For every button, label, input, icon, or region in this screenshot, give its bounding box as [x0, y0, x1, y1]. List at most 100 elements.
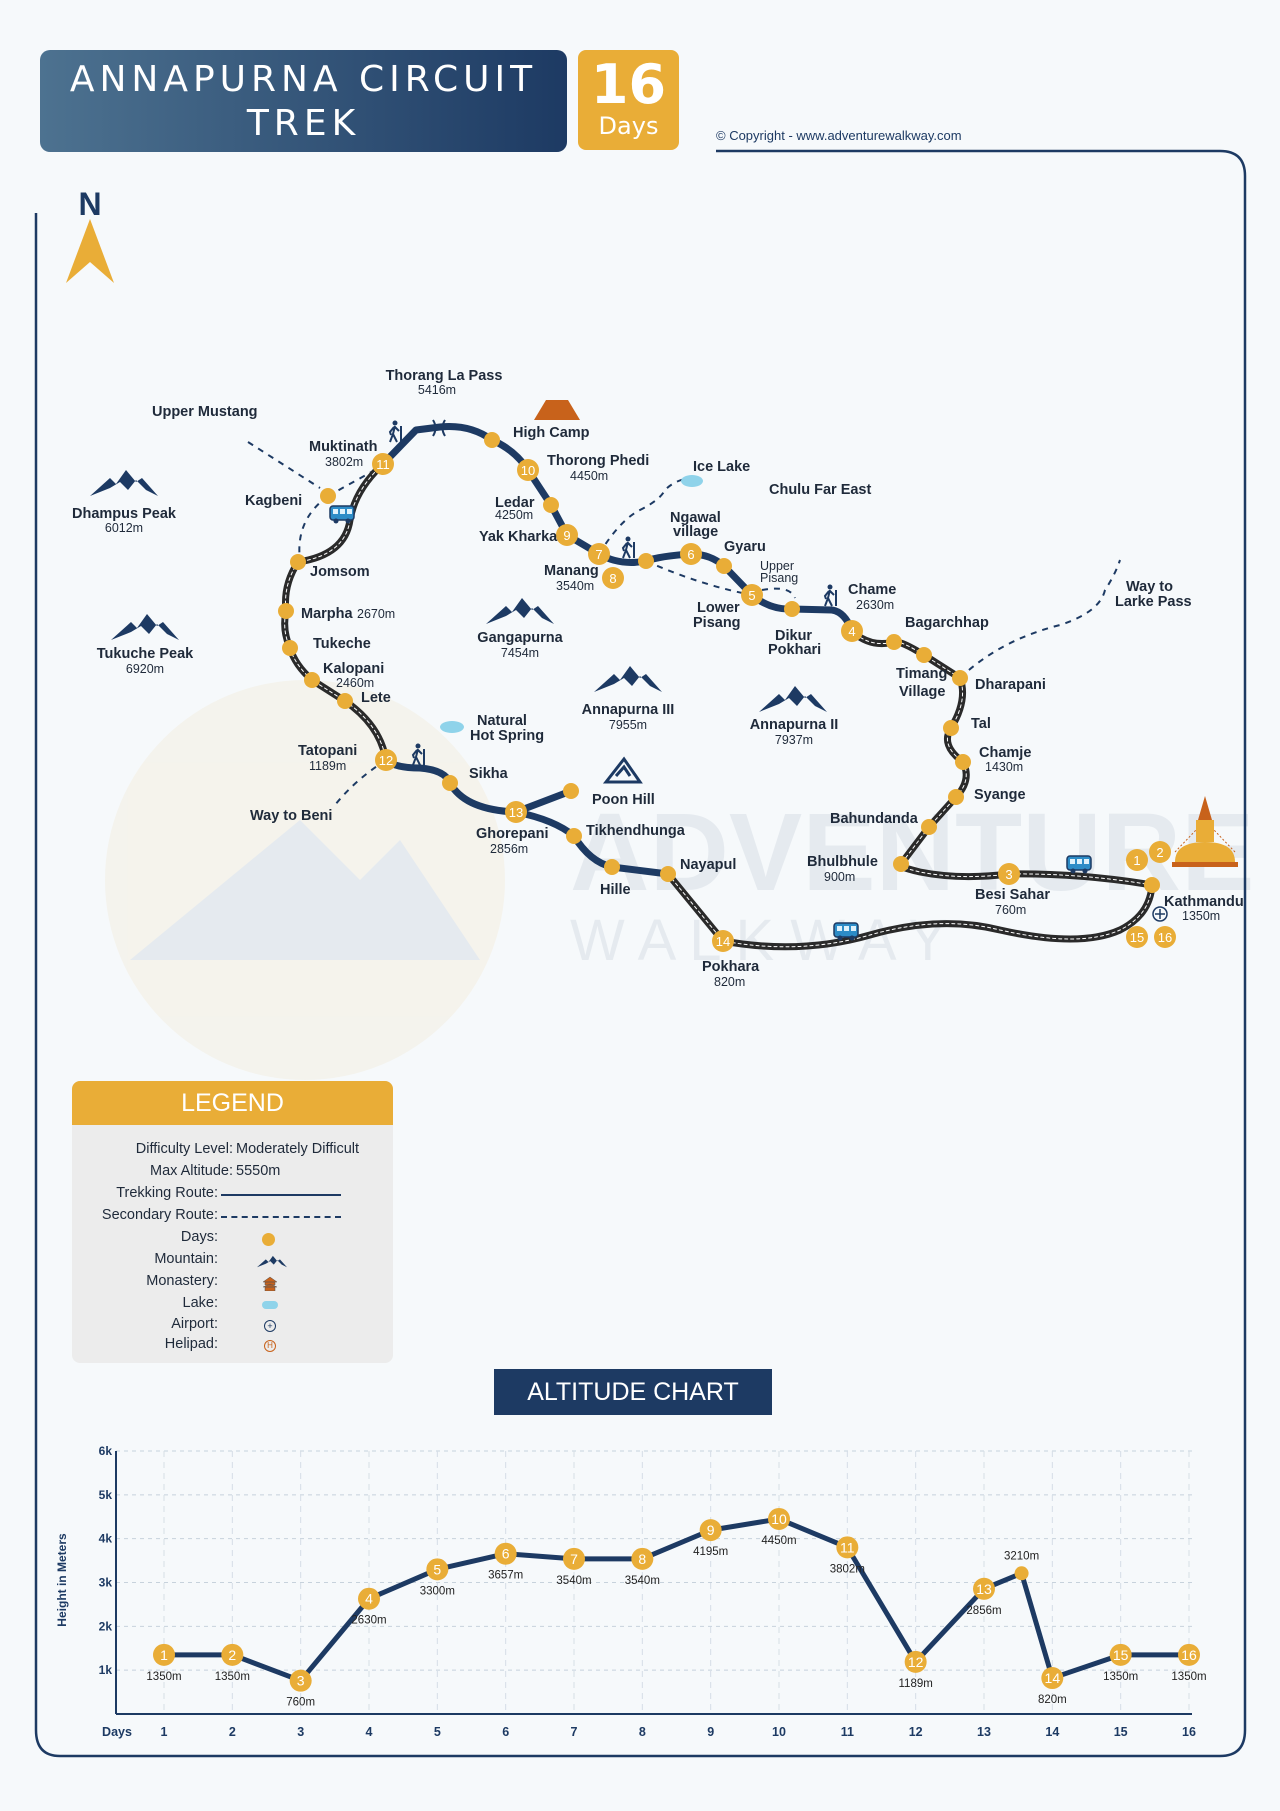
- altitude-point: [1109, 1643, 1132, 1666]
- x-tick-label: 7: [571, 1725, 578, 1739]
- altitude-value-label: 3210m: [1004, 1550, 1039, 1562]
- stupa-icon: [1172, 796, 1238, 867]
- altitude-point-day: 1: [160, 1647, 168, 1663]
- label-kalopani: Kalopani: [323, 661, 384, 677]
- svg-text:3: 3: [1005, 867, 1012, 882]
- legend-trekking-route-label: Trekking Route:: [116, 1185, 218, 1201]
- altitude-value-label: 3540m: [556, 1575, 591, 1587]
- mountain-icon-annapurna-3: [594, 666, 662, 692]
- svg-text:16: 16: [1158, 930, 1172, 945]
- label-muktinath: Muktinath: [309, 439, 377, 455]
- day-marker-12: 12: [375, 749, 397, 771]
- label-jomsom: Jomsom: [310, 564, 370, 580]
- altitude-value-label: 3657m: [488, 1570, 523, 1582]
- label-kathmandu-alt: 1350m: [1182, 909, 1220, 923]
- altitude-point: [563, 1547, 585, 1570]
- day-marker-5: 5: [741, 584, 763, 606]
- peak-viewpoint-icon: [602, 756, 643, 784]
- days-badge: 16 Days: [578, 50, 679, 150]
- day-marker-10: 10: [517, 459, 539, 481]
- label-lower-pisang-2: Pisang: [693, 615, 741, 631]
- altitude-point: [1041, 1667, 1064, 1690]
- day-marker-11: 11: [372, 453, 394, 475]
- label-ngawal: Ngawal: [670, 510, 721, 526]
- label-pokhara-alt: 820m: [714, 975, 745, 989]
- legend-secondary-route: Secondary Route:: [72, 1207, 393, 1229]
- day-marker-2: 2: [1149, 841, 1171, 863]
- label-ghorepani: Ghorepani: [476, 826, 549, 842]
- altitude-point-day: 14: [1045, 1670, 1061, 1686]
- label-chamje-alt: 1430m: [985, 760, 1023, 774]
- label-marpha-alt: 2670m: [357, 607, 395, 621]
- altitude-point: [904, 1650, 927, 1673]
- altitude-point-day: 5: [433, 1561, 441, 1577]
- altitude-point: [153, 1643, 175, 1666]
- altitude-point-day: 9: [707, 1522, 715, 1538]
- day-marker-8: 8: [602, 567, 624, 589]
- stop-dots: [278, 432, 1160, 893]
- altitude-point: [1014, 1566, 1029, 1581]
- label-yak-kharka: Yak Kharka: [479, 529, 558, 545]
- altitude-value-label: 1350m: [1171, 1671, 1206, 1683]
- legend-difficulty: Difficulty Level: Moderately Difficult: [72, 1141, 393, 1163]
- label-timang: Timang: [896, 666, 947, 682]
- mountain-icon-dhampus: [90, 470, 158, 496]
- altitude-point-day: 7: [570, 1551, 578, 1567]
- x-tick-label: 3: [297, 1725, 304, 1739]
- mountain-icon: [257, 1255, 287, 1268]
- hiker-icon: [622, 535, 635, 559]
- x-tick-label: 1: [161, 1725, 168, 1739]
- x-tick-label: 2: [229, 1725, 236, 1739]
- day-marker-16: 16: [1154, 926, 1176, 948]
- monastery-icon: [262, 1276, 278, 1291]
- label-bagarchhap: Bagarchhap: [905, 615, 989, 631]
- altitude-point-day: 10: [771, 1511, 787, 1527]
- altitude-point: [426, 1558, 449, 1581]
- label-dikur: Dikur: [775, 628, 812, 644]
- svg-text:6: 6: [687, 547, 694, 562]
- label-manang-alt: 3540m: [556, 579, 594, 593]
- x-tick-label: 9: [707, 1725, 714, 1739]
- label-annapurna-2-alt: 7937m: [775, 733, 813, 747]
- svg-text:14: 14: [716, 934, 730, 949]
- north-arrow-icon: [66, 219, 114, 283]
- watermark-line-2: W A L K W A Y: [570, 908, 947, 973]
- altitude-point: [631, 1547, 654, 1570]
- day-marker-4: 4: [841, 620, 863, 642]
- svg-text:1: 1: [1133, 853, 1140, 868]
- days-number: 16: [590, 53, 667, 116]
- label-nayapul: Nayapul: [680, 857, 736, 873]
- x-axis-label: Days: [102, 1725, 132, 1739]
- label-syange: Syange: [974, 787, 1026, 803]
- label-ice-lake: Ice Lake: [693, 459, 750, 475]
- y-tick-label: 3k: [99, 1576, 113, 1590]
- label-gangapurna: Gangapurna: [477, 630, 563, 646]
- label-marpha: Marpha: [301, 606, 354, 622]
- label-lower-pisang: Lower: [697, 600, 740, 616]
- x-tick-label: 10: [772, 1725, 786, 1739]
- trekking-route-swatch: [221, 1194, 341, 1196]
- altitude-value-label: 820m: [1038, 1694, 1067, 1706]
- legend-days-label: Days:: [180, 1229, 218, 1245]
- label-dharapani: Dharapani: [975, 677, 1046, 693]
- altitude-value-label: 2856m: [966, 1605, 1001, 1617]
- altitude-point-day: 6: [502, 1546, 510, 1562]
- altitude-line: [164, 1516, 1189, 1684]
- day-marker-7: 7: [588, 543, 610, 565]
- mountain-icon-gangapurna: [486, 598, 554, 624]
- svg-text:2: 2: [1156, 845, 1163, 860]
- label-thorong-phedi: Thorong Phedi: [547, 453, 649, 469]
- altitude-point-day: 13: [976, 1581, 992, 1597]
- label-thorang: Thorang La Pass: [386, 368, 503, 384]
- altitude-point-day: 8: [638, 1551, 646, 1567]
- secondary-route-swatch: [221, 1216, 341, 1218]
- label-annapurna-3-alt: 7955m: [609, 718, 647, 732]
- label-thorong-phedi-alt: 4450m: [570, 469, 608, 483]
- x-tick-label: 5: [434, 1725, 441, 1739]
- map-frame: [34, 149, 1247, 1758]
- svg-text:9: 9: [563, 528, 570, 543]
- label-tatopani: Tatopani: [298, 743, 357, 759]
- altitude-value-label: 3802m: [830, 1563, 865, 1575]
- day-dot-icon: [262, 1233, 275, 1246]
- altitude-point-day: 3: [297, 1673, 305, 1689]
